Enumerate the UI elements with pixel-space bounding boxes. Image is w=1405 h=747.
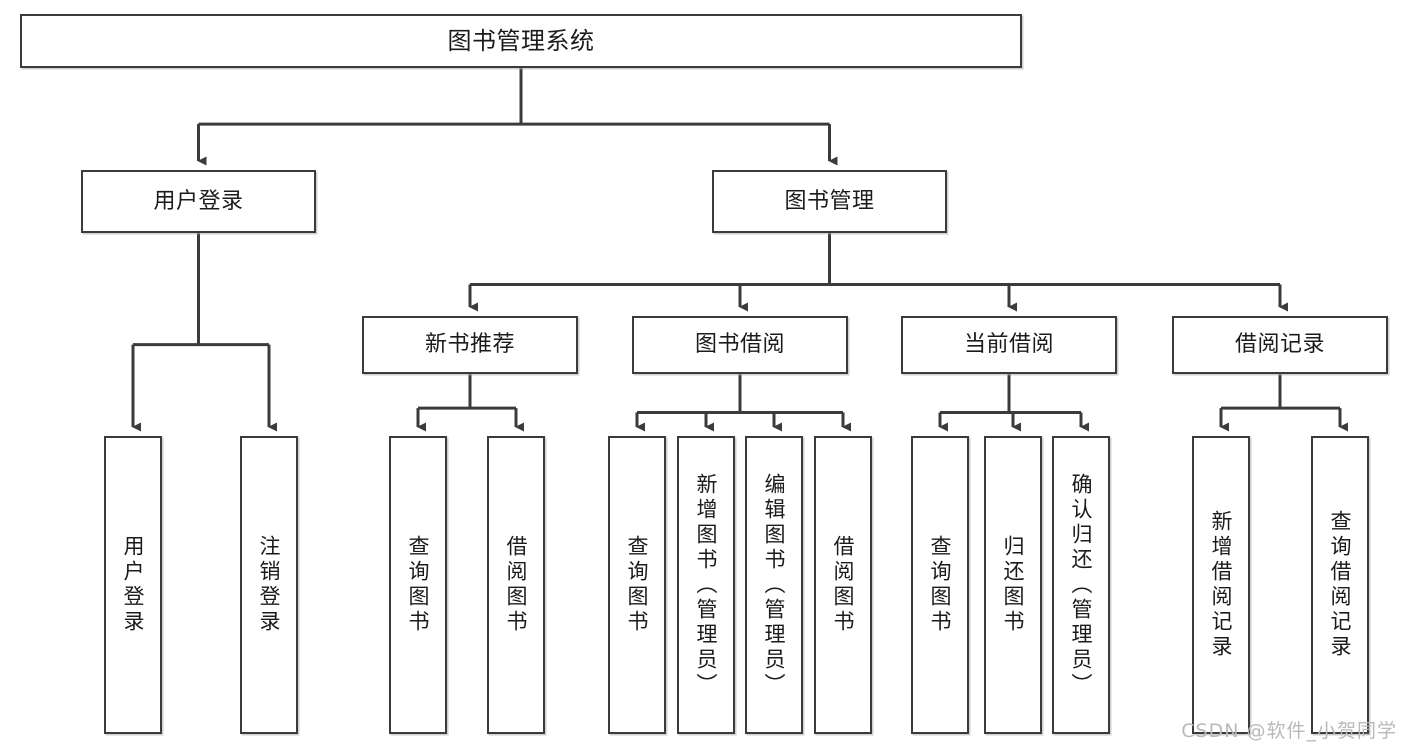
node-label-user-login: 用户登录 xyxy=(153,188,244,214)
node-label-leaf-query-book-3: 查询图书 xyxy=(928,535,953,635)
node-label-leaf-borrow-book-2: 借阅图书 xyxy=(831,535,856,635)
node-label-root: 图书管理系统 xyxy=(447,26,595,55)
node-borrow-record[interactable]: 借阅记录 xyxy=(1172,316,1388,374)
node-label-leaf-confirm-return: 确认归还（管理员） xyxy=(1069,472,1094,698)
node-label-book-borrow: 图书借阅 xyxy=(694,332,785,358)
node-label-book-manage: 图书管理 xyxy=(784,188,875,214)
node-label-leaf-user-logout: 注销登录 xyxy=(257,535,282,635)
watermark-label: CSDN @软件_小贺同学 xyxy=(1181,720,1397,742)
node-leaf-query-book-1[interactable]: 查询图书 xyxy=(389,436,447,734)
node-label-new-book-rec: 新书推荐 xyxy=(424,332,515,358)
node-leaf-query-book-2[interactable]: 查询图书 xyxy=(608,436,666,734)
node-leaf-user-login[interactable]: 用户登录 xyxy=(104,436,162,734)
node-leaf-add-record[interactable]: 新增借阅记录 xyxy=(1192,436,1250,734)
node-label-current-borrow: 当前借阅 xyxy=(963,332,1054,358)
node-label-leaf-add-record: 新增借阅记录 xyxy=(1209,510,1234,660)
node-leaf-query-book-3[interactable]: 查询图书 xyxy=(911,436,969,734)
node-label-leaf-query-book-1: 查询图书 xyxy=(406,535,431,635)
node-leaf-user-logout[interactable]: 注销登录 xyxy=(240,436,298,734)
node-book-manage[interactable]: 图书管理 xyxy=(712,170,947,233)
node-leaf-query-record[interactable]: 查询借阅记录 xyxy=(1311,436,1369,734)
node-current-borrow[interactable]: 当前借阅 xyxy=(901,316,1117,374)
node-label-leaf-user-login: 用户登录 xyxy=(121,535,146,635)
node-book-borrow[interactable]: 图书借阅 xyxy=(632,316,848,374)
node-leaf-add-book[interactable]: 新增图书（管理员） xyxy=(677,436,735,734)
node-label-leaf-query-record: 查询借阅记录 xyxy=(1328,510,1353,660)
node-leaf-confirm-return[interactable]: 确认归还（管理员） xyxy=(1052,436,1110,734)
node-label-borrow-record: 借阅记录 xyxy=(1234,332,1325,358)
node-label-leaf-return-book: 归还图书 xyxy=(1001,535,1026,635)
node-label-leaf-query-book-2: 查询图书 xyxy=(625,535,650,635)
node-label-leaf-edit-book: 编辑图书（管理员） xyxy=(762,472,787,698)
node-leaf-return-book[interactable]: 归还图书 xyxy=(984,436,1042,734)
node-user-login[interactable]: 用户登录 xyxy=(81,170,316,233)
node-label-leaf-borrow-book-1: 借阅图书 xyxy=(504,535,529,635)
node-root[interactable]: 图书管理系统 xyxy=(20,14,1022,68)
node-new-book-rec[interactable]: 新书推荐 xyxy=(362,316,578,374)
node-leaf-edit-book[interactable]: 编辑图书（管理员） xyxy=(745,436,803,734)
node-leaf-borrow-book-1[interactable]: 借阅图书 xyxy=(487,436,545,734)
node-label-leaf-add-book: 新增图书（管理员） xyxy=(694,472,719,698)
node-leaf-borrow-book-2[interactable]: 借阅图书 xyxy=(814,436,872,734)
